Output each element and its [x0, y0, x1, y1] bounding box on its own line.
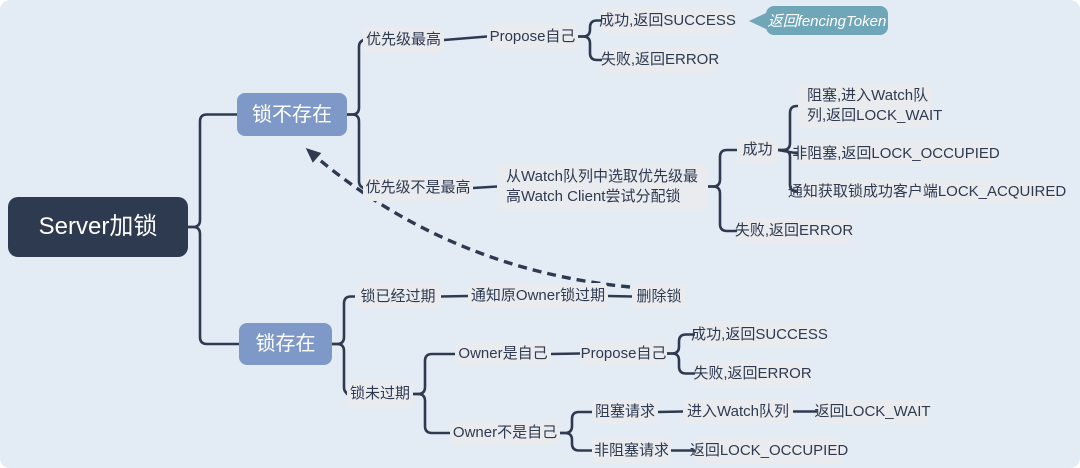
connector-edge — [549, 352, 582, 356]
node-success-return-success-2[interactable]: 成功,返回SUCCESS — [691, 322, 828, 347]
node-lock-not-expired[interactable]: 锁未过期 — [347, 381, 413, 407]
node-fail-return-error-1[interactable]: 失败,返回ERROR — [601, 47, 719, 73]
node-priority-highest[interactable]: 优先级最高 — [363, 27, 444, 53]
node-fail-return-error-3[interactable]: 失败,返回ERROR — [693, 361, 812, 386]
node-lock-expired[interactable]: 锁已经过期 — [355, 284, 441, 309]
node-owner-not-self[interactable]: Owner不是自己 — [450, 421, 560, 445]
connector-edge — [558, 431, 594, 452]
node-server-lock[interactable]: Server加锁 — [8, 197, 188, 257]
node-lock-exist[interactable]: 锁存在 — [239, 323, 332, 365]
connector-edge — [442, 35, 489, 42]
connector-edge — [706, 148, 739, 188]
node-lock-not-exist[interactable]: 锁不存在 — [237, 93, 347, 136]
node-enter-watch-queue[interactable]: 进入Watch队列 — [683, 399, 793, 424]
connector-edge — [411, 392, 452, 435]
connector-edge — [665, 352, 697, 375]
connector-edge — [411, 352, 457, 396]
node-delete-lock[interactable]: 删除锁 — [632, 284, 686, 309]
node-success-1[interactable]: 成功 — [737, 137, 778, 163]
node-owner-is-self[interactable]: Owner是自己 — [455, 342, 551, 366]
node-notify-lock-acquired[interactable]: 通知获取锁成功客户端LOCK_ACQUIRED — [788, 179, 1066, 204]
callout-return-fencing-token[interactable]: 返回fencingToken — [766, 6, 888, 35]
node-block-request[interactable]: 阻塞请求 — [592, 400, 658, 424]
node-success-return-success-1[interactable]: 成功,返回SUCCESS — [599, 7, 736, 34]
node-return-lock-occupied[interactable]: 返回LOCK_OCCUPIED — [690, 438, 848, 463]
node-propose-self-2[interactable]: Propose自己 — [580, 341, 667, 366]
connector-edge — [345, 38, 367, 116]
node-priority-not-highest[interactable]: 优先级不是最高 — [363, 175, 473, 201]
node-propose-self-1[interactable]: Propose自己 — [487, 24, 578, 49]
node-fail-return-error-2[interactable]: 失败,返回ERROR — [735, 218, 853, 244]
connector-edge — [330, 295, 357, 346]
connector-edge — [186, 113, 239, 229]
connector-edge — [558, 410, 594, 435]
node-select-watch-client[interactable]: 从Watch队列中选取优先级最 高Watch Client尝试分配锁 — [497, 163, 708, 210]
connector-edge — [471, 185, 499, 190]
connector-edge — [606, 294, 634, 298]
connector-edge — [439, 294, 470, 298]
connector-edge — [706, 185, 739, 233]
connector-edge — [576, 35, 604, 62]
node-return-lock-wait[interactable]: 返回LOCK_WAIT — [814, 399, 931, 424]
node-nonblock-return-lock-occupied[interactable]: 非阻塞,返回LOCK_OCCUPIED — [792, 141, 1000, 166]
node-notify-owner-expired[interactable]: 通知原Owner锁过期 — [468, 283, 608, 309]
node-block-enter-watch-queue[interactable]: 阻塞,进入Watch队 列,返回LOCK_WAIT — [798, 84, 942, 128]
connector-edge — [186, 225, 241, 346]
connector-edge — [656, 410, 685, 414]
node-nonblock-request[interactable]: 非阻塞请求 — [592, 438, 671, 463]
